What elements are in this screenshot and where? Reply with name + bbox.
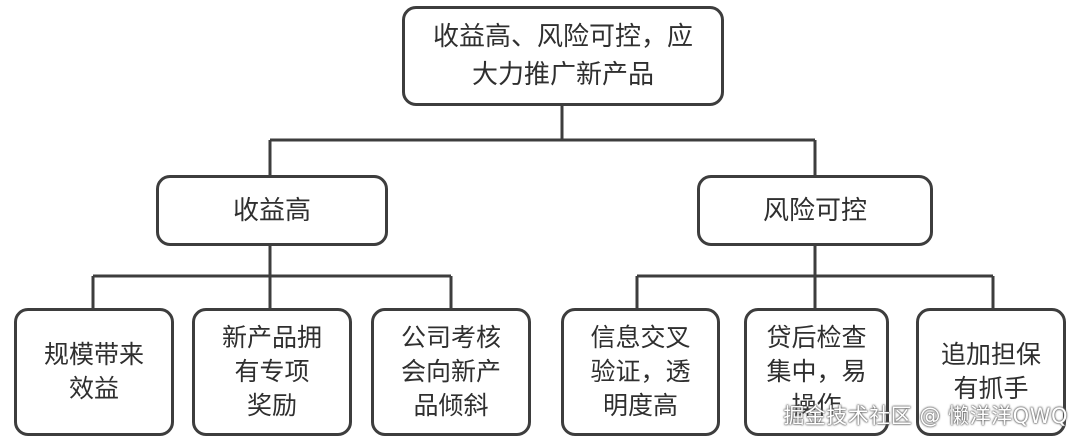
branch-node-label: 风险可控 [762, 195, 867, 226]
leaf-node-cross-verification: 信息交叉 验证，透 明度高 [561, 308, 720, 436]
leaf-node-label: 贷后检查 集中，易 操作 [766, 323, 867, 420]
leaf-node-extra-guarantee: 追加担保 有抓手 [916, 308, 1066, 436]
branch-node-high-return: 收益高 [156, 175, 388, 246]
leaf-node-label: 追加担保 有抓手 [940, 340, 1041, 403]
leaf-node-label: 公司考核 会向新产 品倾斜 [400, 323, 501, 420]
leaf-node-label: 规模带来 效益 [43, 340, 144, 403]
leaf-node-post-loan-check: 贷后检查 集中，易 操作 [744, 308, 889, 436]
root-node: 收益高、风险可控，应 大力推广新产品 [402, 6, 724, 106]
leaf-node-special-reward: 新产品拥 有专项 奖励 [192, 308, 352, 436]
leaf-node-label: 新产品拥 有专项 奖励 [221, 323, 322, 420]
branch-node-risk-control: 风险可控 [697, 175, 933, 246]
leaf-node-label: 信息交叉 验证，透 明度高 [590, 323, 691, 420]
watermark-text: 掘金技术社区 @ 懒洋洋QWQ [783, 404, 1068, 428]
branch-node-label: 收益高 [232, 195, 311, 226]
leaf-node-assessment-tilt: 公司考核 会向新产 品倾斜 [371, 308, 531, 436]
leaf-node-scale-benefit: 规模带来 效益 [14, 308, 174, 436]
root-node-label: 收益高、风险可控，应 大力推广新产品 [432, 22, 693, 90]
